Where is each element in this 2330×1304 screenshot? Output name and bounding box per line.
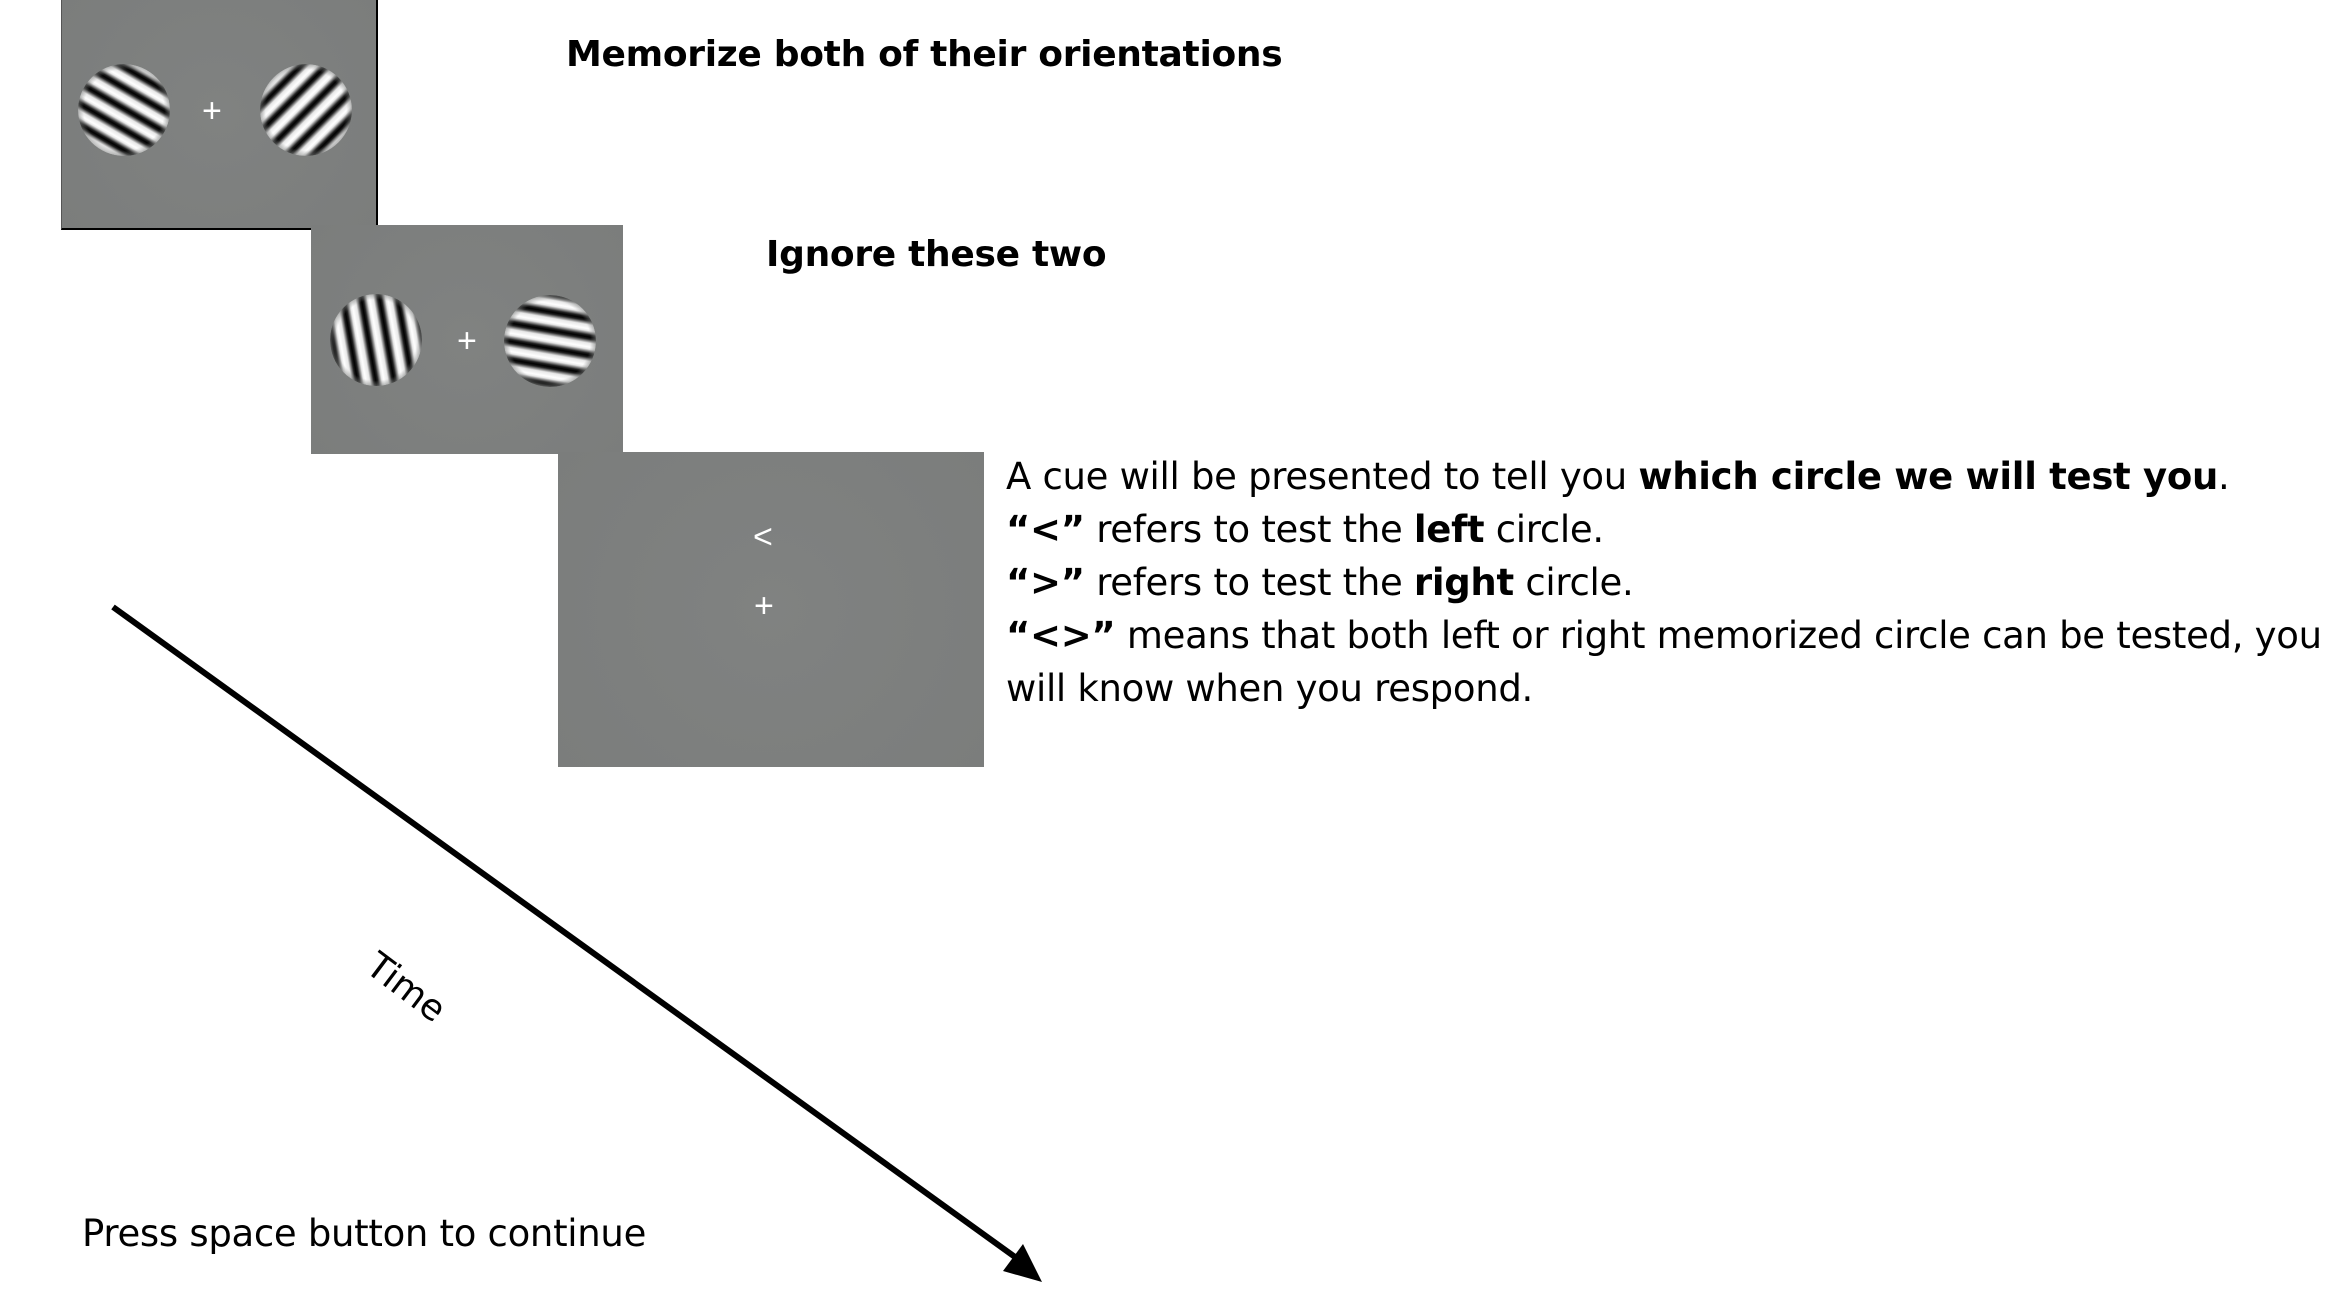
memory-array-frame: + <box>61 0 378 230</box>
instruction-emphasis: which circle we will test you <box>1638 455 2219 498</box>
neutral-cue-symbol: “<>” <box>1006 614 1116 657</box>
instruction-text: refers to test the <box>1084 508 1414 551</box>
right-cue-symbol: “>” <box>1006 561 1085 604</box>
instruction-emphasis: left <box>1413 508 1485 551</box>
instruction-line-1: A cue will be presented to tell you whic… <box>1006 450 2316 503</box>
right-grating-stimulus <box>260 64 352 156</box>
time-arrow-head-icon <box>1003 1244 1042 1282</box>
left-cue-symbol: “<” <box>1006 508 1085 551</box>
instruction-text: A cue will be presented to tell you <box>1006 455 1639 498</box>
instruction-line-3: “>” refers to test the right circle. <box>1006 556 2316 609</box>
instruction-text: . <box>2218 455 2230 498</box>
instruction-line-4: “<>” means that both left or right memor… <box>1006 609 2322 662</box>
fixation-cross: + <box>202 92 222 130</box>
right-distractor-grating <box>504 295 596 387</box>
distractor-frame-heading: Ignore these two <box>766 234 1107 275</box>
left-distractor-grating <box>330 294 422 386</box>
instruction-text: circle. <box>1513 561 1634 604</box>
time-axis-label: Time <box>358 945 454 1031</box>
continue-prompt: Press space button to continue <box>82 1212 647 1255</box>
instruction-text: means that both left or right memorized … <box>1115 614 2322 657</box>
cue-frame: < + <box>558 452 984 767</box>
instruction-emphasis: right <box>1413 561 1514 604</box>
instruction-line-2: “<” refers to test the left circle. <box>1006 503 2316 556</box>
memory-frame-heading: Memorize both of their orientations <box>566 34 1283 75</box>
instruction-text: circle. <box>1484 508 1604 551</box>
instruction-text: refers to test the <box>1084 561 1414 604</box>
left-grating-stimulus <box>78 64 170 156</box>
instruction-line-5: will know when you respond. <box>1006 662 2316 715</box>
cue-arrow-symbol: < <box>753 518 773 556</box>
instruction-text: will know when you respond. <box>1006 667 1533 710</box>
cue-instructions: A cue will be presented to tell you whic… <box>1006 450 2322 715</box>
fixation-cross: + <box>754 587 774 625</box>
fixation-cross: + <box>457 322 477 360</box>
distractor-array-frame: + <box>311 225 623 454</box>
